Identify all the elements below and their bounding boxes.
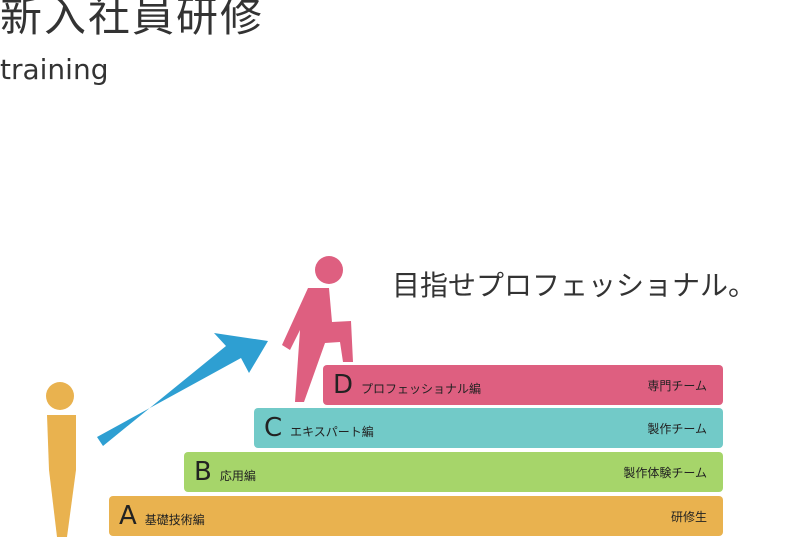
step-d-professional: D プロフェッショナル編 専門チーム (323, 365, 723, 405)
climbing-professional-icon (282, 256, 353, 402)
page-subtitle: training (0, 53, 109, 86)
step-letter: B (194, 457, 212, 487)
step-c-expert: C エキスパート編 製作チーム (254, 408, 723, 448)
growth-arrow-icon (97, 333, 268, 446)
step-letter: D (333, 370, 354, 400)
step-b-applied: B 応用編 製作体験チーム (184, 452, 723, 492)
step-team: 製作チーム (647, 421, 707, 436)
step-team: 専門チーム (647, 378, 707, 393)
step-team: 研修生 (670, 509, 707, 524)
tagline-text: 目指せプロフェッショナル。 (392, 269, 757, 302)
step-name: 応用編 (219, 469, 256, 483)
beginner-person-icon (46, 382, 76, 537)
step-name: エキスパート編 (290, 425, 374, 439)
step-team: 製作体験チーム (623, 465, 707, 480)
step-name: プロフェッショナル編 (361, 382, 482, 396)
step-letter: A (119, 501, 137, 531)
step-name: 基礎技術編 (144, 513, 205, 527)
step-a-basic: A 基礎技術編 研修生 (109, 496, 723, 536)
step-letter: C (264, 413, 283, 443)
page-title: 新入社員研修 (0, 0, 265, 41)
